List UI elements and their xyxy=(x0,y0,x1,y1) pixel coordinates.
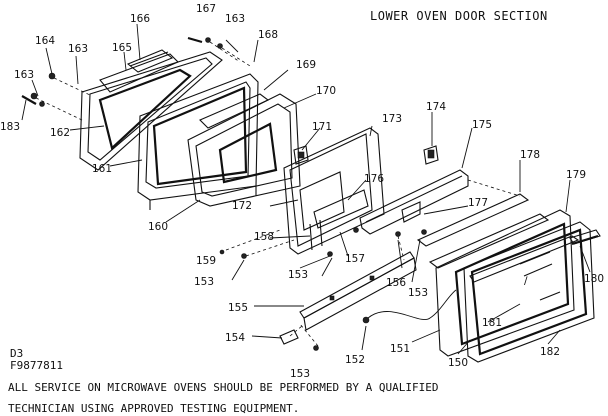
part-165-panel xyxy=(99,53,179,93)
label-157: 157 xyxy=(345,253,365,265)
label-175: 175 xyxy=(472,119,492,131)
leader-lines xyxy=(21,23,591,355)
part-182-outer-door xyxy=(463,221,595,363)
label-166: 166 xyxy=(130,13,150,25)
label-169: 169 xyxy=(296,59,316,71)
label-155: 155 xyxy=(228,302,248,314)
svg-text:∕: ∕ xyxy=(524,275,528,287)
label-159: 159 xyxy=(196,255,216,267)
part-155-lower-panel xyxy=(299,251,417,331)
label-152: 152 xyxy=(345,354,365,366)
diagram-title: LOWER OVEN DOOR SECTION xyxy=(370,9,548,23)
footer-note-line1: ALL SERVICE ON MICROWAVE OVENS SHOULD BE… xyxy=(8,381,438,394)
part-178-rail xyxy=(416,193,550,269)
label-174: 174 xyxy=(426,101,446,113)
label-153-d: 153 xyxy=(290,368,310,380)
label-163-left: 163 xyxy=(14,69,34,81)
part-179-glass: ∕ xyxy=(435,209,575,357)
label-153-a: 153 xyxy=(194,276,214,288)
part-171-clip xyxy=(293,145,309,165)
label-160: 160 xyxy=(148,221,168,233)
label-173: 173 xyxy=(382,113,402,125)
label-153-c: 153 xyxy=(408,287,428,299)
label-170: 170 xyxy=(316,85,336,97)
part-labels: 166 167 163 168 164 163 165 163 183 162 … xyxy=(0,3,604,380)
label-167: 167 xyxy=(196,3,216,15)
label-158: 158 xyxy=(254,231,274,243)
label-180: 180 xyxy=(584,273,604,285)
label-176: 176 xyxy=(364,173,384,185)
part-175-channel xyxy=(359,169,469,235)
label-153-b: 153 xyxy=(288,269,308,281)
footer-code-line2: F9877811 xyxy=(10,359,63,372)
footer-code-line1: D3 xyxy=(10,347,23,360)
part-173-inner-panel xyxy=(283,127,385,255)
label-162: 162 xyxy=(50,127,70,139)
label-165: 165 xyxy=(112,42,132,54)
label-171: 171 xyxy=(312,121,332,133)
label-183: 183 xyxy=(0,121,20,133)
label-156: 156 xyxy=(386,277,406,289)
part-166-rail xyxy=(126,49,174,73)
part-151-wire xyxy=(362,289,457,324)
assembly-dashed-lines xyxy=(35,41,521,347)
label-168: 168 xyxy=(258,29,278,41)
label-179: 179 xyxy=(566,169,586,181)
label-154: 154 xyxy=(225,332,245,344)
label-150: 150 xyxy=(448,357,468,369)
part-170-inner-liner xyxy=(187,93,301,207)
hardware-screws xyxy=(21,36,427,351)
label-161: 161 xyxy=(92,163,112,175)
part-156-screw xyxy=(395,231,401,237)
label-164: 164 xyxy=(35,35,55,47)
label-177: 177 xyxy=(468,197,488,209)
label-163-top: 163 xyxy=(225,13,245,25)
label-182: 182 xyxy=(540,346,560,358)
footer-note-line2: TECHNICIAN USING APPROVED TESTING EQUIPM… xyxy=(8,402,299,415)
part-174-bracket xyxy=(423,145,439,165)
part-158-insulation xyxy=(299,171,369,251)
label-151: 151 xyxy=(390,343,410,355)
label-181: 181 xyxy=(482,317,502,329)
part-180-handle xyxy=(569,229,601,246)
part-161-outer-frame xyxy=(79,51,223,171)
label-178: 178 xyxy=(520,149,540,161)
label-163-mid: 163 xyxy=(68,43,88,55)
label-172: 172 xyxy=(232,200,252,212)
